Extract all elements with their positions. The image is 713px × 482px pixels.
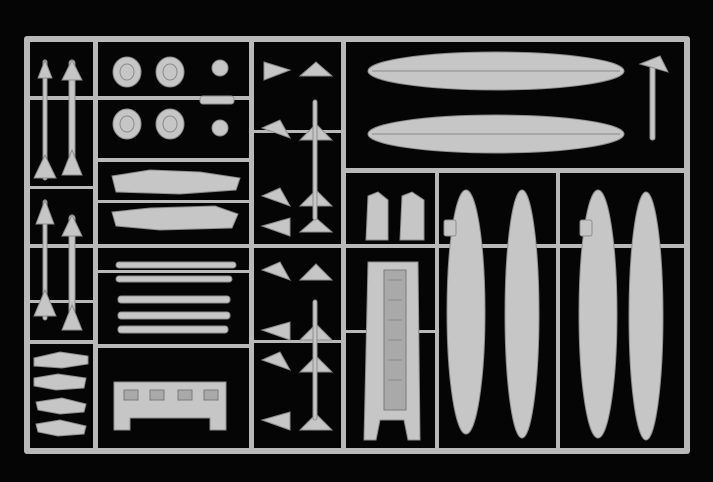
- external-fuel-tanks: [367, 51, 669, 154]
- sprue-frame: [24, 36, 690, 454]
- fin-parts: [260, 61, 334, 431]
- small-parts-lower-left: [33, 351, 89, 437]
- fuselage-panels: [111, 169, 241, 334]
- gear-bay-part: [113, 381, 227, 431]
- seat-parts: [365, 191, 425, 241]
- fuselage-bay-part: [363, 261, 421, 441]
- drop-tank-halves: [443, 189, 664, 441]
- wheels: [112, 56, 235, 140]
- missile-parts-left: [33, 58, 83, 331]
